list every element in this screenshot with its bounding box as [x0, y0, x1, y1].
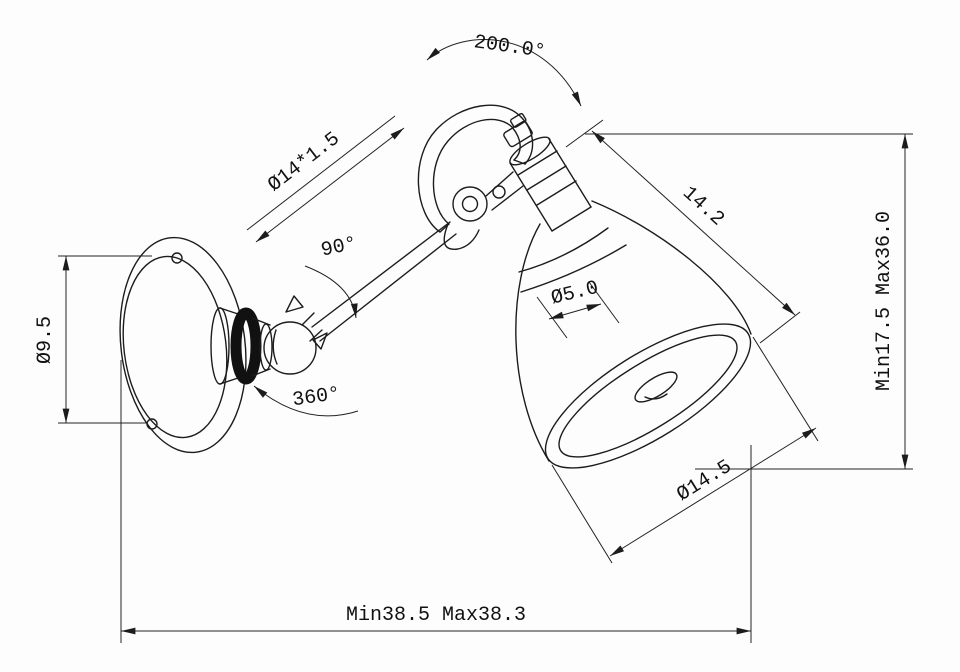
label-socket-diameter: Ø5.0	[549, 277, 601, 311]
label-shade-depth: 14.2	[677, 182, 728, 231]
label-shade-diameter: Ø14.5	[673, 456, 736, 507]
shade-rim-outer	[544, 323, 752, 469]
dimension-base-rotation	[253, 385, 359, 417]
pivot-bolt-outer	[452, 186, 488, 222]
clamp-ear-right	[312, 332, 328, 350]
dimension-base-diameter	[58, 255, 152, 424]
dimension-thread-spec	[246, 115, 405, 243]
label-width-range: Min38.5 Max38.3	[346, 604, 526, 627]
clamp-ear-top	[285, 295, 304, 313]
socket-top-cap	[509, 136, 551, 166]
label-base-diameter: Ø9.5	[34, 316, 57, 364]
shade-left-profile	[515, 223, 550, 462]
dimension-shade-depth	[565, 119, 801, 344]
dimension-width-range	[120, 360, 752, 643]
arm-angle-arc	[304, 265, 358, 319]
hook-outer	[417, 104, 534, 233]
wall-plate-inner-rim	[122, 255, 228, 439]
joint-rubber-ring	[230, 307, 262, 385]
wall-plate-outer-rim	[119, 236, 247, 454]
pivot-bolt-inner	[461, 195, 479, 213]
screw-hole-top	[171, 252, 183, 264]
ball-joint	[210, 295, 328, 385]
swivel-ball	[263, 321, 317, 375]
dimension-arm-angle	[304, 265, 358, 319]
shade-rim-inner	[558, 334, 738, 458]
arm-end-clamp	[443, 223, 480, 250]
clamp-pin	[492, 185, 506, 199]
label-arm-angle: 90°	[319, 233, 359, 263]
label-swivel-angle: 200.0°	[472, 31, 547, 64]
lamp-shade	[515, 200, 752, 469]
base-rotation-arc	[253, 385, 359, 417]
swivel-arc	[426, 39, 582, 107]
wall-plate	[119, 236, 247, 454]
label-height-range: Min17.5 Max36.0	[873, 211, 896, 391]
screw-hole-bottom	[146, 418, 158, 430]
lamp-arm	[311, 221, 480, 342]
socket-thumbscrew	[503, 120, 533, 148]
shade-right-profile	[591, 200, 752, 335]
label-base-rotation: 360°	[291, 383, 342, 412]
shade-step-ring-1	[518, 227, 609, 273]
dimension-swivel-angle	[426, 39, 582, 107]
dimension-height-range	[585, 133, 913, 470]
shade-socket-hole	[634, 371, 678, 403]
pivot-hook	[417, 104, 534, 233]
dimension-shade-diameter	[551, 336, 819, 564]
lamp-socket	[503, 112, 592, 232]
label-thread-spec: Ø14*1.5	[264, 128, 345, 197]
